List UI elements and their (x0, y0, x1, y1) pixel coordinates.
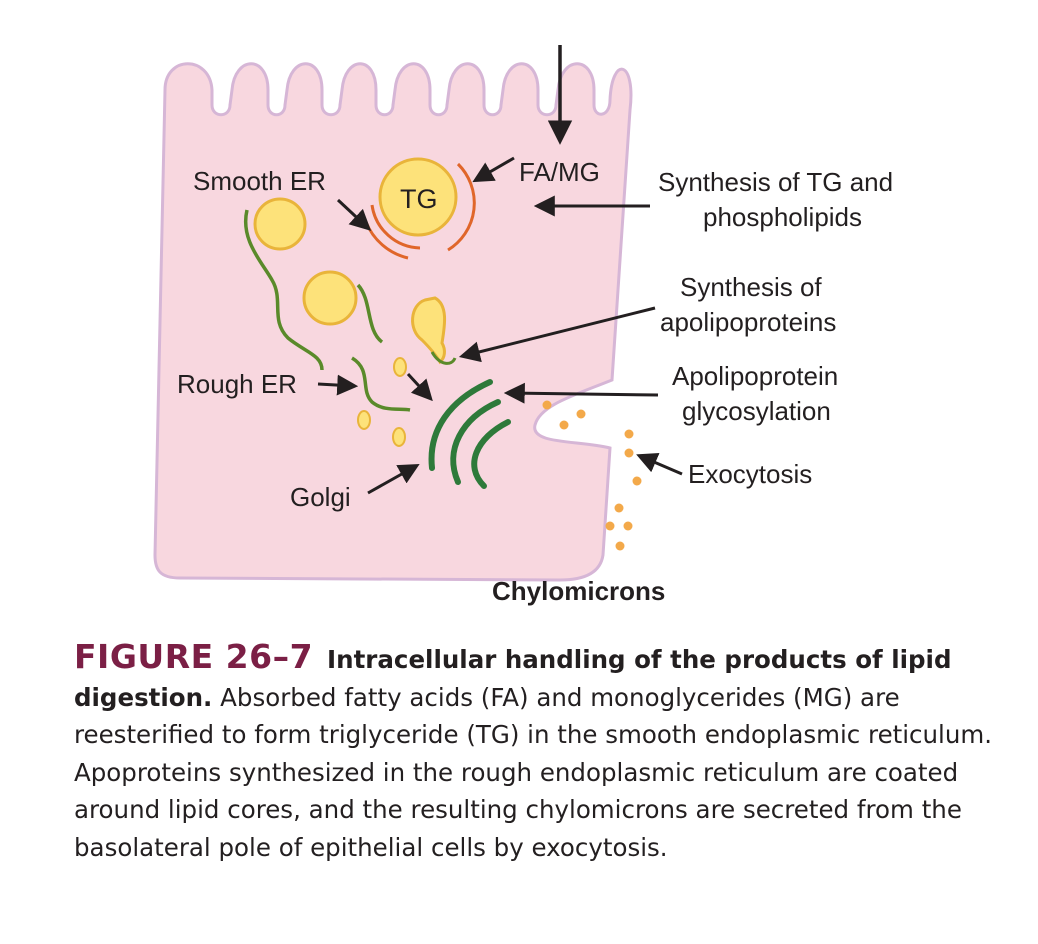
apo-glycosylation-arrow (503, 382, 659, 404)
rough-er-strand (243, 209, 324, 371)
smooth-er-label: Smooth ER (193, 166, 326, 196)
golgi-label: Golgi (290, 482, 351, 512)
chylomicrons-label: Chylomicrons (492, 576, 665, 606)
synthesis-tg-label-line1: Synthesis of TG and (658, 167, 893, 197)
smooth-er-arrow (336, 198, 372, 231)
apo-glycosylation-label-line2: glycosylation (682, 396, 831, 426)
golgi-arrow (367, 463, 420, 495)
vesicle-tail (430, 351, 457, 365)
golgi-cisterna (450, 399, 501, 485)
rough-er-label: Rough ER (177, 369, 297, 399)
figure-title: Intracellular handling of the products o… (74, 645, 952, 712)
small-vesicle (392, 427, 406, 447)
apo-glycosylation-label-line1: Apolipoprotein (672, 361, 838, 391)
enterocyte-cell (153, 62, 633, 582)
chylomicron-particles (542, 400, 642, 551)
lipid-droplet (302, 270, 358, 326)
synthesis-tg-label-line2: phospholipids (703, 202, 862, 232)
fa-mg-arrow (472, 156, 515, 183)
exocytosis-arrow (636, 452, 683, 476)
synthesis-apo-label-line2: apolipoproteins (660, 307, 836, 337)
smooth-er-arc-inner (370, 204, 421, 250)
small-vesicle (357, 410, 371, 430)
synthesis-apo-arrow (458, 306, 656, 363)
rough-er-arrow (317, 374, 359, 396)
synthesis-apo-label-line1: Synthesis of (680, 272, 822, 302)
tg-label: TG (400, 184, 438, 214)
tg-droplet (378, 157, 458, 237)
lipid-droplet (253, 197, 307, 251)
lipid-handling-diagram: TG Smooth ER FA/MG Synthesis of TG and p… (153, 45, 893, 606)
fa-mg-label: FA/MG (519, 157, 600, 187)
vesicle-to-golgi-arrow (406, 372, 433, 402)
figure-number: FIGURE 26–7 (74, 637, 314, 676)
rough-er-strand (356, 283, 384, 344)
smooth-er-arc-right (447, 162, 476, 252)
golgi-cisterna (428, 379, 493, 471)
exocytosis-label: Exocytosis (688, 459, 812, 489)
rough-er-strand (350, 356, 411, 412)
figure-caption-body: Absorbed fatty acids (FA) and monoglycer… (74, 682, 993, 862)
small-vesicle (393, 357, 407, 377)
golgi-cisterna (471, 419, 511, 489)
